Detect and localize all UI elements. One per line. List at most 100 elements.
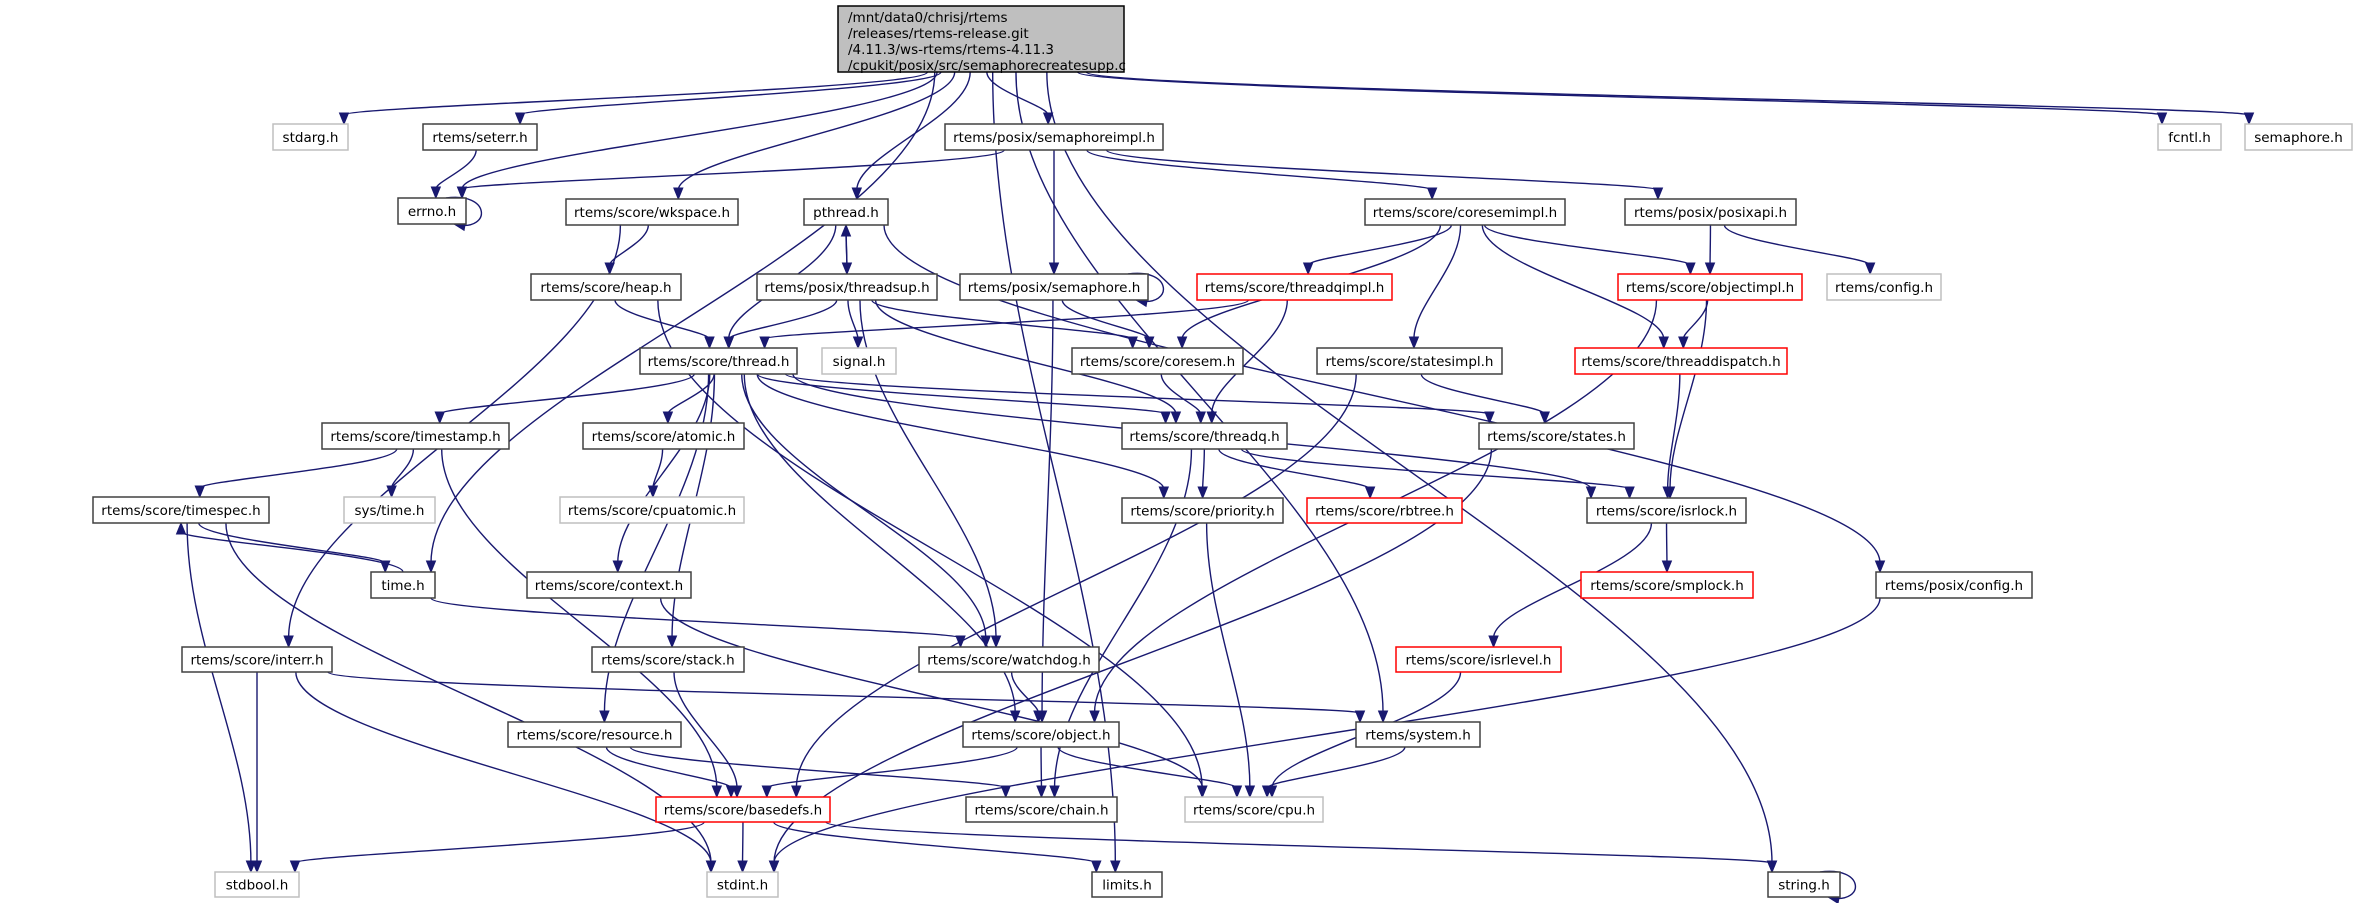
- node-errno[interactable]: errno.h: [397, 197, 467, 225]
- node-stdbool[interactable]: stdbool.h: [214, 871, 300, 898]
- edge-root-to-seterr: [514, 71, 942, 126]
- edge-interr-to-system: [327, 671, 1366, 724]
- node-heap[interactable]: rtems/score/heap.h: [530, 273, 682, 301]
- edge-line: [991, 71, 1117, 864]
- edge-thread-to-watchdog: [741, 373, 992, 649]
- arrowhead-icon: [434, 411, 445, 425]
- node-cpuatomic[interactable]: rtems/score/cpuatomic.h: [559, 496, 745, 524]
- node-pthread[interactable]: pthread.h: [803, 198, 889, 226]
- edge-line: [180, 531, 404, 573]
- edge-posixapi-to-rconfig: [1723, 224, 1876, 276]
- node-watchdog[interactable]: rtems/score/watchdog.h: [918, 646, 1100, 673]
- node-thread[interactable]: rtems/score/thread.h: [639, 347, 798, 375]
- node-box: [526, 571, 692, 599]
- node-box: [1184, 796, 1324, 823]
- edge-line: [756, 373, 1165, 490]
- edge-root-to-wkspace: [673, 71, 956, 201]
- node-rconfig[interactable]: rtems/config.h: [1826, 273, 1942, 301]
- root-node[interactable]: /mnt/data0/chrisj/rtems /releases/rtems-…: [837, 5, 1126, 74]
- node-pconfig[interactable]: rtems/posix/config.h: [1875, 571, 2033, 599]
- edge-line: [441, 448, 718, 789]
- node-psemaphore[interactable]: rtems/posix/semaphore.h: [959, 273, 1149, 301]
- edge-line: [629, 746, 1007, 789]
- node-rbtree[interactable]: rtems/score/rbtree.h: [1306, 497, 1463, 524]
- node-fcntl[interactable]: fcntl.h: [2157, 123, 2222, 151]
- node-limits[interactable]: limits.h: [1091, 871, 1163, 898]
- node-label: rtems/score/chain.h: [974, 803, 1108, 819]
- edges-layer: [175, 71, 2255, 903]
- node-box: [1306, 497, 1463, 524]
- node-chain[interactable]: rtems/score/chain.h: [965, 796, 1118, 823]
- edge-line: [439, 373, 695, 415]
- node-semimpl[interactable]: rtems/posix/semaphoreimpl.h: [944, 123, 1164, 151]
- node-label: rtems/score/rbtree.h: [1315, 504, 1454, 520]
- arrowhead-icon: [514, 112, 526, 126]
- edge-line: [795, 373, 1357, 789]
- node-threadqimpl[interactable]: rtems/score/threadqimpl.h: [1196, 273, 1393, 301]
- arrowhead-icon: [1766, 860, 1778, 874]
- node-threaddispatch[interactable]: rtems/score/threaddispatch.h: [1574, 347, 1788, 375]
- node-system[interactable]: rtems/system.h: [1355, 721, 1481, 748]
- edge-line: [199, 448, 398, 489]
- edge-line: [390, 448, 415, 489]
- node-interr[interactable]: rtems/score/interr.h: [181, 646, 333, 673]
- edge-line: [847, 299, 859, 340]
- edge-object-to-cpu: [1057, 746, 1243, 799]
- node-label: rtems/score/object.h: [971, 728, 1110, 744]
- node-stdarg[interactable]: stdarg.h: [272, 123, 349, 151]
- node-label: rtems/score/timestamp.h: [330, 429, 500, 445]
- node-object[interactable]: rtems/score/object.h: [962, 721, 1120, 748]
- node-coresemimpl[interactable]: rtems/score/coresemimpl.h: [1364, 198, 1566, 226]
- node-smplock[interactable]: rtems/score/smplock.h: [1580, 571, 1754, 599]
- edge-line: [1413, 224, 1462, 340]
- node-atomic[interactable]: rtems/score/atomic.h: [582, 422, 745, 450]
- node-statesimpl[interactable]: rtems/score/statesimpl.h: [1316, 347, 1503, 375]
- edge-line: [1085, 71, 2250, 116]
- edge-line: [1076, 71, 2163, 116]
- node-context[interactable]: rtems/score/context.h: [526, 571, 692, 599]
- edge-threadq-to-isrlock: [1240, 448, 1635, 500]
- arrowhead-icon: [704, 336, 715, 350]
- node-states[interactable]: rtems/score/states.h: [1478, 422, 1635, 450]
- node-stack[interactable]: rtems/score/stack.h: [591, 646, 745, 673]
- node-objectimpl[interactable]: rtems/score/objectimpl.h: [1617, 273, 1803, 301]
- node-seterr[interactable]: rtems/seterr.h: [422, 123, 538, 151]
- node-string[interactable]: string.h: [1767, 871, 1841, 898]
- node-box: [530, 273, 682, 301]
- node-priority[interactable]: rtems/score/priority.h: [1121, 497, 1284, 524]
- arrowhead-icon: [1206, 411, 1217, 425]
- node-threadsup[interactable]: rtems/posix/threadsup.h: [756, 273, 938, 301]
- node-label: rtems/posix/threadsup.h: [764, 280, 929, 296]
- node-stdint[interactable]: stdint.h: [706, 871, 779, 898]
- node-threadq[interactable]: rtems/score/threadq.h: [1121, 422, 1288, 450]
- node-isrlevel[interactable]: rtems/score/isrlevel.h: [1395, 646, 1562, 673]
- arrowhead-icon: [1685, 262, 1696, 276]
- node-cpu[interactable]: rtems/score/cpu.h: [1184, 796, 1324, 823]
- node-semaphore-h[interactable]: semaphore.h: [2244, 123, 2353, 151]
- node-timespec[interactable]: rtems/score/timespec.h: [92, 496, 270, 524]
- arrowhead-icon: [791, 785, 802, 799]
- edge-line: [430, 597, 962, 639]
- arrowhead-icon: [2156, 112, 2168, 126]
- node-posixapi[interactable]: rtems/posix/posixapi.h: [1624, 198, 1797, 226]
- arrowhead-icon: [1110, 860, 1121, 874]
- node-timestamp[interactable]: rtems/score/timestamp.h: [321, 422, 510, 450]
- node-isrlock[interactable]: rtems/score/isrlock.h: [1586, 497, 1747, 524]
- node-wkspace[interactable]: rtems/score/wkspace.h: [565, 198, 739, 226]
- node-resource[interactable]: rtems/score/resource.h: [507, 721, 682, 748]
- edge-coresemimpl-to-objectimpl: [1483, 224, 1696, 276]
- node-basedefs[interactable]: rtems/score/basedefs.h: [655, 796, 831, 823]
- edge-psemaphore-to-coresem: [1061, 299, 1155, 350]
- edge-line: [763, 299, 1250, 340]
- node-time[interactable]: time.h: [370, 571, 436, 599]
- node-label: rtems/score/watchdog.h: [927, 653, 1091, 669]
- node-systime[interactable]: sys/time.h: [343, 496, 436, 524]
- arrowhead-icon: [851, 187, 863, 201]
- edge-resource-to-chain: [629, 746, 1011, 799]
- edge-line: [327, 671, 1361, 714]
- edge-timespec-to-stdbool: [186, 522, 257, 874]
- node-coresem[interactable]: rtems/score/coresem.h: [1071, 347, 1244, 375]
- node-label: rtems/score/basedefs.h: [664, 803, 822, 819]
- edge-line: [617, 373, 711, 564]
- node-signal[interactable]: signal.h: [821, 347, 897, 375]
